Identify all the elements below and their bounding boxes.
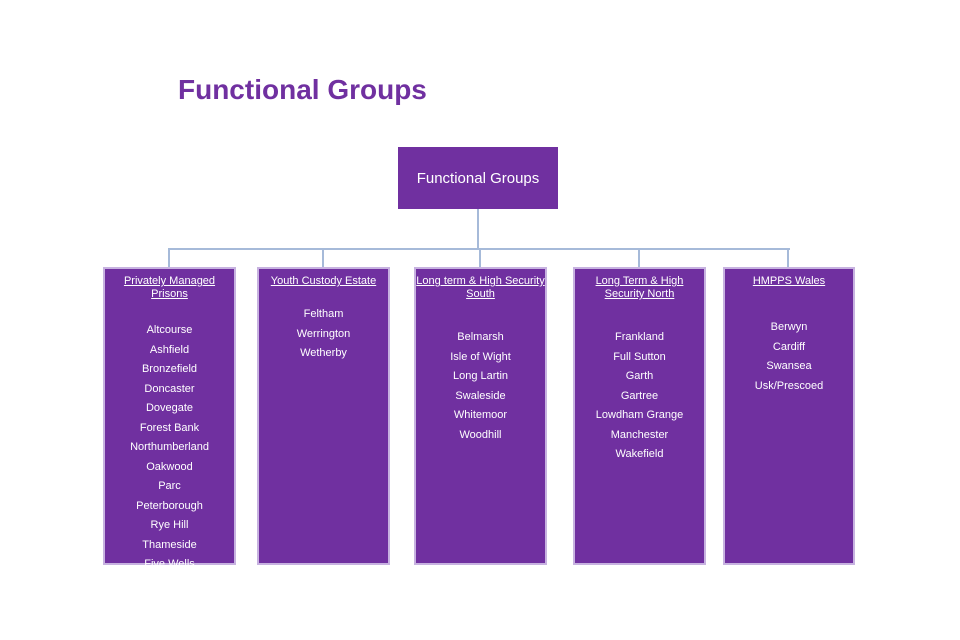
prison-item: Isle of Wight [450, 350, 511, 363]
prison-item: Long Lartin [452, 370, 509, 382]
prison-item: Lowdham Grange [595, 409, 684, 421]
group-title-line: Long Term & High [595, 275, 684, 287]
prison-item: Forest Bank [139, 421, 200, 434]
prison-item: Usk/Prescoed [754, 379, 824, 392]
connector-root-stem [477, 209, 479, 249]
connector-drop-privately-managed-prisons [168, 250, 170, 267]
root-node: Functional Groups [398, 147, 558, 209]
prison-item: Gartree [620, 389, 659, 402]
prison-item: Thameside [142, 538, 197, 551]
prison-item: Frankland [615, 331, 664, 343]
prison-item: Garth [625, 370, 654, 382]
prison-item: Wetherby [300, 347, 347, 359]
prison-item: Bronzefield [141, 363, 198, 375]
prison-item: Doncaster [144, 382, 195, 395]
prison-item: Werrington [296, 327, 351, 340]
prison-item: Ashfield [149, 343, 190, 356]
prison-item: Feltham [303, 308, 344, 320]
connector-drop-hmpps-wales [787, 250, 789, 267]
prison-item: Altcourse [146, 324, 193, 336]
prison-item: Cardiff [772, 340, 806, 353]
group-title: Privately Managed Prisons [105, 275, 234, 301]
page-title: Functional Groups [178, 74, 427, 105]
group-title-line: Privately Managed Prisons [123, 275, 216, 300]
prison-item: Full Sutton [613, 350, 666, 363]
prison-item: Whitemoor [453, 409, 508, 421]
connector-drop-long-term-high-security-north [638, 250, 640, 267]
group-title: Youth Custody Estate [259, 275, 388, 288]
prison-item: Manchester [610, 428, 669, 441]
group-title-line: Youth Custody Estate [270, 275, 377, 287]
prison-item: Belmarsh [457, 331, 504, 343]
group-title-line: Long term & High Security [416, 275, 545, 287]
group-title-line: South [466, 288, 495, 300]
connector-horizontal-bar [168, 248, 790, 250]
prison-item: Oakwood [146, 460, 193, 473]
prison-item: Peterborough [136, 499, 203, 512]
prison-item: Parc [158, 480, 181, 492]
group-title: HMPPS Wales [725, 275, 853, 288]
prison-item: Rye Hill [150, 519, 189, 531]
prison-item: Swaleside [455, 389, 506, 402]
prison-item: Berwyn [770, 321, 808, 333]
prison-item: Swansea [766, 360, 812, 372]
prison-item: Dovegate [145, 402, 194, 414]
connector-drop-youth-custody-estate [322, 250, 324, 267]
root-node-label: Functional Groups [416, 169, 540, 187]
connector-drop-long-term-high-security-south [479, 250, 481, 267]
prison-item: Wakefield [615, 448, 664, 460]
group-title-line: HMPPS Wales [752, 275, 826, 287]
prison-item: Woodhill [459, 428, 502, 441]
prison-item: Northumberland [130, 441, 209, 453]
prison-item: Five Wells [144, 558, 195, 570]
group-title-line: Security North [604, 288, 675, 300]
